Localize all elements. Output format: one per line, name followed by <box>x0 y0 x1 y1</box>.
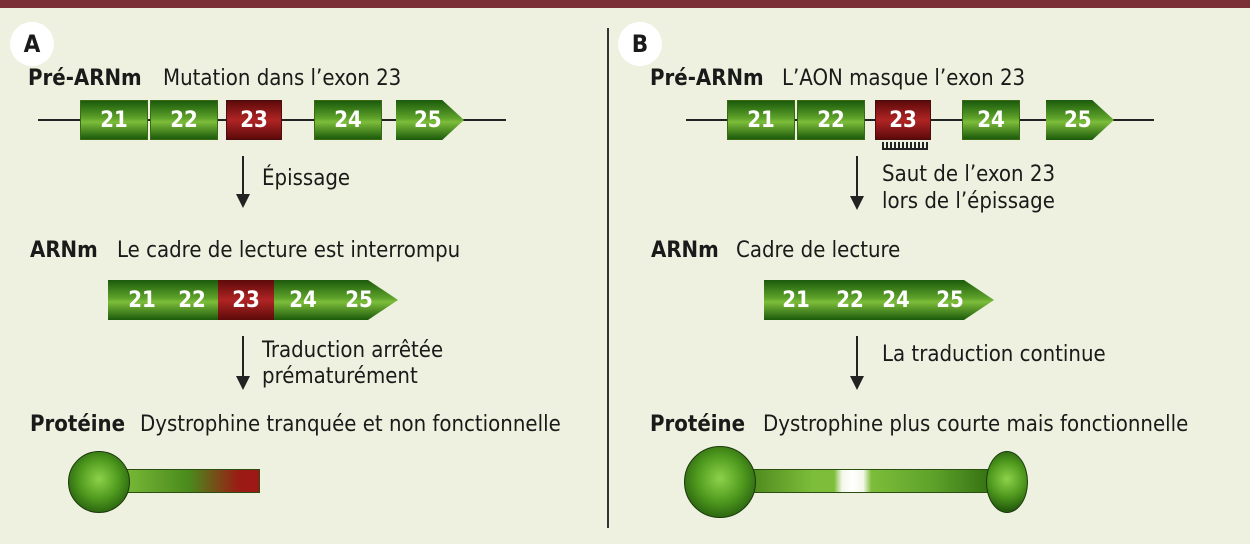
panel-b-step-skip-1: Saut de l’exon 23 <box>882 162 1056 187</box>
panel-b-protein-note: Dystrophine plus courte mais fonctionnel… <box>763 412 1189 437</box>
panel-a-protein-label: Protéine <box>30 412 126 437</box>
panel-b-mrna-exon-25: 25 <box>936 287 964 313</box>
panel-a-mrna-exon-25: 25 <box>345 287 373 313</box>
panel-b-mrna-note: Cadre de lecture <box>736 238 901 263</box>
panel-b-mrna-label: ARNm <box>651 238 719 263</box>
panel-a-mrna-label: ARNm <box>30 238 98 263</box>
panel-a-step-translation-1: Traduction arrêtée <box>262 338 444 363</box>
panel-a-mrna-exon-24: 24 <box>289 287 317 313</box>
panel-b-arrow-1-shaft <box>856 156 858 198</box>
panel-a-protein-head <box>68 451 130 513</box>
panel-a-exon-23-mutated: 23 <box>226 100 282 140</box>
panel-a-protein-note: Dystrophine tranquée et non fonctionnell… <box>140 412 561 437</box>
panel-b-protein-head-left <box>684 446 756 518</box>
panel-b-label: B <box>618 22 662 66</box>
panel-b-arrow-1-head <box>850 196 864 210</box>
panel-a-arrow-2-head <box>236 376 250 390</box>
panel-b-protein-head-right <box>986 451 1028 513</box>
panel-a-step-splicing: Épissage <box>262 166 351 191</box>
panel-b-mrna-exon-24: 24 <box>882 287 910 313</box>
panel-a-pre-mrna-label: Pré-ARNm <box>28 66 142 91</box>
panel-b-exon-21: 21 <box>727 100 795 140</box>
panel-a-mrna-exon-21: 21 <box>128 287 156 313</box>
top-accent-bar <box>0 0 1250 8</box>
panel-b-arrow-2-head <box>850 376 864 390</box>
panel-a-exon-21: 21 <box>80 100 148 140</box>
panel-a-arrow-1-head <box>236 194 250 208</box>
panel-b-protein-label: Protéine <box>650 412 746 437</box>
panel-a-pre-mrna-note: Mutation dans l’exon 23 <box>163 66 402 91</box>
panel-b-exon-25: 25 <box>1046 100 1114 140</box>
panel-a-mrna-strip: 23 21 22 24 25 <box>108 280 398 320</box>
panel-a-mrna-note: Le cadre de lecture est interrompu <box>117 238 461 263</box>
panel-b-mrna-exon-22: 22 <box>836 287 864 313</box>
panel-a-step-translation-2: prématurément <box>262 364 418 389</box>
panel-b-shortened-protein-rod <box>732 469 1000 493</box>
panel-a-exon-22: 22 <box>150 100 218 140</box>
panel-a-mrna-segment-24-25 <box>274 280 398 320</box>
panel-b-step-translation: La traduction continue <box>882 342 1106 367</box>
panel-a-arrow-1-shaft <box>242 156 244 196</box>
panel-a-arrow-2-shaft <box>242 336 244 378</box>
panel-a-truncated-protein-rod <box>118 469 260 493</box>
panel-b-pre-mrna-label: Pré-ARNm <box>650 66 764 91</box>
panel-a-mrna-exon-22: 22 <box>178 287 206 313</box>
panel-b-mrna-strip: 21 22 24 25 <box>764 280 994 320</box>
panel-b-mrna-exon-21: 21 <box>782 287 810 313</box>
panel-divider <box>607 28 609 528</box>
panel-b-exon-24: 24 <box>962 100 1020 140</box>
panel-b-pre-mrna-note: L’AON masque l’exon 23 <box>782 66 1026 91</box>
panel-b-arrow-2-shaft <box>856 336 858 378</box>
panel-a-label: A <box>10 22 54 66</box>
panel-a-exon-24: 24 <box>314 100 382 140</box>
panel-b-aon-oligo <box>882 142 928 150</box>
panel-b-exon-22: 22 <box>797 100 865 140</box>
panel-b-exon-23-masked: 23 <box>875 100 931 140</box>
panel-a-mrna-segment-23: 23 <box>218 280 274 320</box>
panel-a-exon-25: 25 <box>396 100 464 140</box>
panel-a-mrna-segment-21-22 <box>108 280 218 320</box>
panel-b-step-skip-2: lors de l’épissage <box>882 189 1055 214</box>
